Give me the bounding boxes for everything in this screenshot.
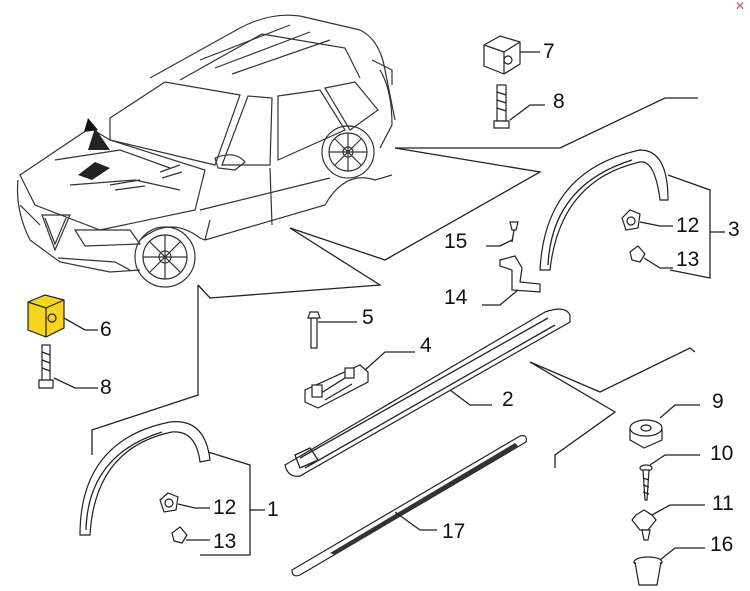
- callout-16: 16: [710, 533, 733, 556]
- callout-13: 13: [676, 248, 699, 271]
- callout-7: 7: [543, 40, 555, 63]
- part-8-screw-left: [38, 344, 98, 389]
- callout-3: 3: [728, 218, 740, 241]
- callout-12: 12: [676, 214, 699, 237]
- part-3-rear-arch: [539, 149, 725, 279]
- part-2-side-sill: [284, 308, 571, 477]
- part-5-pin: [307, 311, 357, 349]
- part-15-screw: [486, 221, 519, 247]
- callout-11: 11: [712, 492, 734, 515]
- part-13-push-clip-bottom: [171, 526, 210, 544]
- callout-8: 8: [553, 90, 565, 113]
- part-6-bracket: [27, 294, 98, 338]
- part-4-clip-strip: [304, 351, 415, 409]
- callout-5: 5: [362, 306, 374, 329]
- car-illustration: [16, 14, 396, 288]
- callout-8: 8: [100, 376, 112, 399]
- callout-4: 4: [420, 334, 432, 357]
- callout-labels: 7 8 12 3 13 15 14 6 5 8 4 2 9 10 12 1 11…: [100, 40, 740, 556]
- part-1-front-arch: [79, 421, 265, 556]
- part-13-push-clip-top: [629, 245, 673, 269]
- part-9-spacer: [629, 404, 700, 449]
- part-14-bracket: [482, 255, 541, 306]
- callout-2: 2: [502, 388, 514, 411]
- guide-lines: [91, 97, 698, 468]
- callout-13: 13: [213, 530, 236, 553]
- part-7-bracket: [483, 35, 540, 75]
- callout-10: 10: [710, 442, 733, 465]
- callout-15: 15: [444, 230, 467, 253]
- callout-6: 6: [100, 318, 112, 341]
- callout-1: 1: [267, 498, 279, 521]
- close-icon[interactable]: ✕: [734, 0, 746, 13]
- part-8-screw-top: [493, 84, 545, 129]
- callout-17: 17: [442, 520, 465, 543]
- part-16-grommet: [633, 547, 705, 586]
- callout-9: 9: [712, 390, 724, 413]
- part-12-clip-top: [621, 209, 673, 231]
- part-11-clip: [631, 504, 705, 541]
- part-12-clip-bottom: [159, 492, 210, 513]
- part-10-screw: [639, 454, 700, 501]
- callout-14: 14: [444, 286, 468, 309]
- callout-12: 12: [213, 496, 236, 519]
- part-17-trim-strip: [291, 435, 527, 577]
